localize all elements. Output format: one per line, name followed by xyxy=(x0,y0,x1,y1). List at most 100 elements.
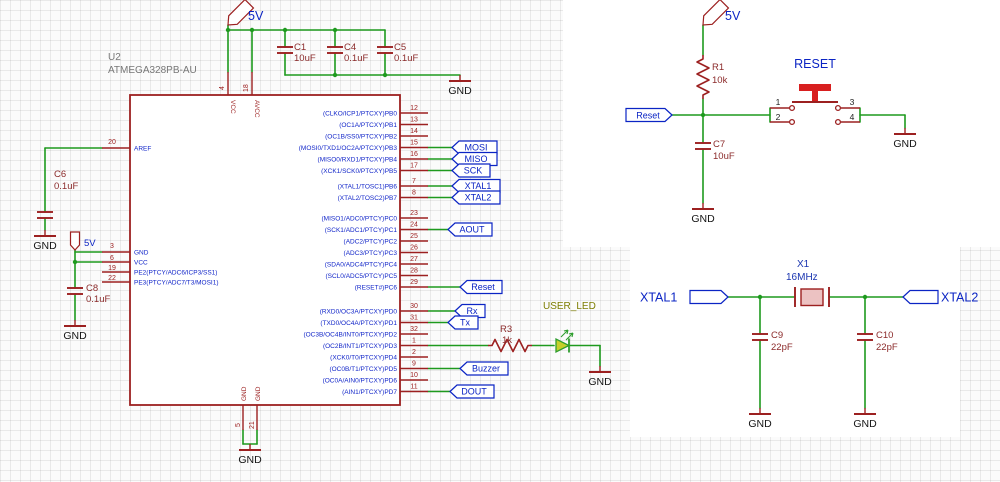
resistor-r3[interactable]: R3 1k xyxy=(488,324,532,353)
net-flag-buzzer[interactable]: Buzzer xyxy=(459,361,509,376)
gnd-symbol[interactable]: GND xyxy=(448,75,472,97)
net-flag-dout[interactable]: DOUT xyxy=(449,384,495,399)
mcu-body[interactable] xyxy=(129,94,401,406)
net-label: Rx xyxy=(467,306,478,316)
power-flag-icon xyxy=(69,231,81,251)
net-label: XTAL2 xyxy=(941,291,978,305)
button-contact xyxy=(788,104,796,112)
power-flag-5v-left[interactable]: 5V xyxy=(69,231,97,251)
power-flag-5v-main[interactable]: 5V xyxy=(224,0,264,29)
resistor-r1[interactable]: R1 10k xyxy=(696,55,728,99)
pin-number: 22 xyxy=(108,275,116,282)
gnd-symbol[interactable]: GND xyxy=(33,230,57,252)
gnd-label: GND xyxy=(63,330,87,342)
pin-number: 18 xyxy=(243,84,250,92)
pin-number: 1 xyxy=(412,338,416,345)
pin-name: (OC0A/AIN0/PTCXY)PD6 xyxy=(323,378,398,385)
net-flag-tx[interactable]: Tx xyxy=(447,315,479,330)
led-emission-arrows-icon xyxy=(560,329,574,341)
net-flag-xtal1-source[interactable]: XTAL1 xyxy=(640,289,729,305)
pin-name: (OC3B/OC4B/INT0/PTCXY)PD2 xyxy=(303,332,397,339)
capacitor-c1[interactable]: C1 10uF xyxy=(277,42,316,64)
wires-reset-circuit[interactable] xyxy=(671,24,906,204)
net-flag-aout[interactable]: AOUT xyxy=(447,222,493,237)
pin-number: 31 xyxy=(410,315,418,322)
pin-name: VCC xyxy=(134,260,148,267)
net-flag-xtal2-mcu[interactable]: XTAL2 xyxy=(451,190,501,205)
pin-name: (ADC3/PTCY)PC3 xyxy=(344,250,398,257)
capacitor-c4[interactable]: C4 0.1uF xyxy=(327,42,368,64)
capacitor-c10[interactable]: C10 22pF xyxy=(857,330,898,353)
gnd-label: GND xyxy=(588,376,612,388)
button-contact xyxy=(834,104,842,112)
net-flag-sck[interactable]: SCK xyxy=(451,163,491,178)
net-flag-reset-source[interactable]: Reset xyxy=(625,107,673,123)
pin-number: 8 xyxy=(412,190,416,197)
pin-number: 19 xyxy=(108,265,116,272)
net-flag-reset-mcu[interactable]: Reset xyxy=(459,279,503,295)
pin-number: 27 xyxy=(410,256,418,263)
capacitor-c9[interactable]: C9 22pF xyxy=(752,330,793,353)
gnd-symbol[interactable]: GND xyxy=(748,408,772,430)
net-flag-shape xyxy=(459,361,509,376)
cap-value: 0.1uF xyxy=(394,53,418,64)
gnd-symbol[interactable]: GND xyxy=(853,408,877,430)
net-flag-xtal2-source[interactable]: XTAL2 xyxy=(902,289,978,305)
cap-value: 22pF xyxy=(771,342,793,353)
reset-button[interactable]: RESET 1 2 3 4 xyxy=(770,57,860,126)
gnd-symbol[interactable]: GND xyxy=(691,203,715,225)
cap-ref: C9 xyxy=(771,330,783,341)
net-label: XTAL1 xyxy=(640,291,677,305)
mcu-u2[interactable]: U2 ATMEGA328PB-AU 4 18 VCC AVCC 5 21 GND… xyxy=(102,52,428,430)
led-user[interactable]: USER_LED xyxy=(543,301,596,354)
pin-name: AREF xyxy=(134,146,151,153)
pin-number: 29 xyxy=(410,279,418,286)
power-flag-label: 5V xyxy=(248,9,264,23)
pin-name: (SCK1/ADC1/PTCY)PC1 xyxy=(325,227,398,234)
button-stem-icon xyxy=(812,91,818,101)
power-flag-label: 5V xyxy=(725,9,741,23)
crystal-value: 16MHz xyxy=(786,272,818,283)
cap-ref: C6 xyxy=(54,169,66,180)
capacitor-c7[interactable]: C7 10uF xyxy=(695,139,735,162)
wires-main[interactable] xyxy=(44,24,601,445)
crystal-x1[interactable]: X1 16MHz xyxy=(786,259,830,307)
pin-number: 2 xyxy=(412,349,416,356)
capacitor-c5[interactable]: C5 0.1uF xyxy=(377,42,418,64)
gnd-symbol[interactable]: GND xyxy=(588,366,612,388)
pin-number: 32 xyxy=(410,326,418,333)
gnd-symbol[interactable]: GND xyxy=(238,444,262,466)
capacitor-c6[interactable]: C6 0.1uF xyxy=(37,169,78,219)
gnd-symbol[interactable]: GND xyxy=(893,128,917,150)
pin-name: (SDA0/ADC4/PTCY)PC4 xyxy=(325,262,398,269)
pin-number: 5 xyxy=(235,423,242,427)
gnd-label: GND xyxy=(691,213,715,225)
gnd-symbol[interactable]: GND xyxy=(63,320,87,342)
pin-name: PE2(PTCY/ADC6/ICP3/SS1) xyxy=(134,270,217,277)
capacitor-c8[interactable]: C8 0.1uF xyxy=(67,283,110,305)
cap-ref: C10 xyxy=(876,330,893,341)
pin-number: 7 xyxy=(412,178,416,185)
pin-name: (MISO1/ADC0/PTCY)PC0 xyxy=(322,216,398,223)
pin-name: (AIN1/PTCXY)PD7 xyxy=(342,389,397,396)
gnd-label: GND xyxy=(853,418,877,430)
pin-name: (XCK0/T0/PTCXY)PD4 xyxy=(330,355,397,362)
mcu-right-pins[interactable]: 12(CLKO/ICP1/PTCXY)PB0 13(OC1A/PTCXY)PB1… xyxy=(299,105,428,396)
reset-button-title: RESET xyxy=(794,57,836,71)
button-pin-number: 2 xyxy=(776,112,781,122)
pin-name: (MISO0/RXD1/PTCXY)PB4 xyxy=(318,157,398,164)
pin-number: 4 xyxy=(219,86,226,90)
power-flag-5v-reset[interactable]: 5V xyxy=(699,0,741,29)
mcu-part-number: ATMEGA328PB-AU xyxy=(108,65,197,76)
pin-name: (XTAL2/TOSC2)PB7 xyxy=(338,195,398,202)
mcu-left-pins[interactable]: 20 AREF 3 GND 6 VCC 19 PE2(PTCY/ADC6/ICP… xyxy=(102,139,219,287)
cap-ref: C5 xyxy=(394,42,406,53)
gnd-label: GND xyxy=(748,418,772,430)
pin-name: (SCL0/ADC5/PTCY)PC5 xyxy=(325,273,397,280)
net-label: MOSI xyxy=(464,143,487,153)
gnd-label: GND xyxy=(893,138,917,150)
button-contact xyxy=(788,118,796,126)
cap-ref: C1 xyxy=(294,42,306,53)
wires-crystal-circuit[interactable] xyxy=(727,294,904,409)
